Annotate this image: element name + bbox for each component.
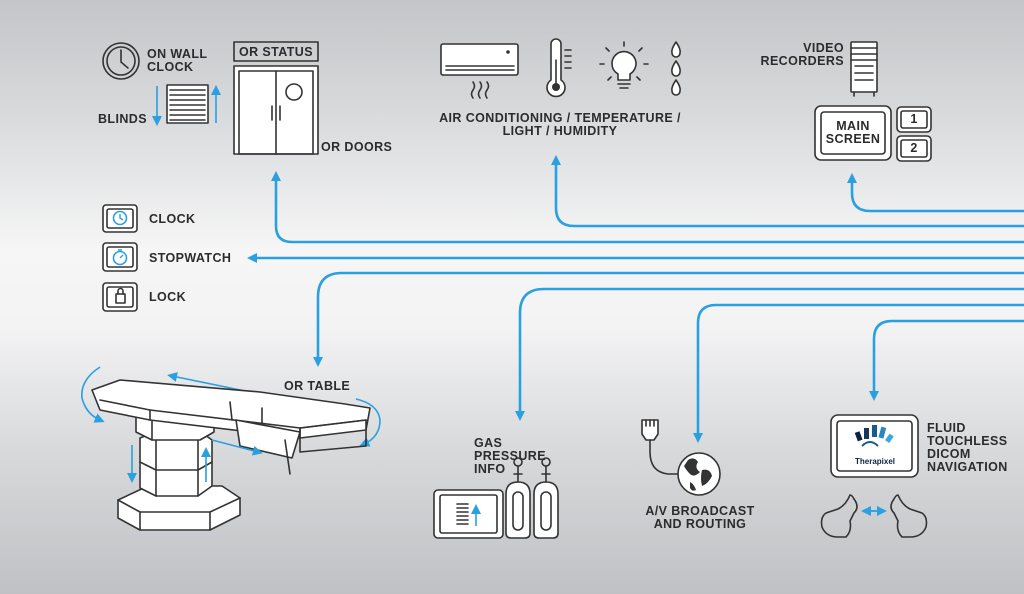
environment-label-line-1: AIR CONDITIONING / TEMPERATURE / [439,111,681,125]
or-doors-label: OR DOORS [321,140,393,154]
route-or-table [313,271,1024,367]
route-environment [551,155,1024,228]
humidity-drops-icon [671,41,681,96]
touchless-label-line-4: NAVIGATION [927,460,1008,474]
main-screen-label: MAIN SCREEN [821,120,885,146]
video-recorders-label-line-2: RECORDERS [760,54,844,68]
main-screen-label-line-2: SCREEN [825,132,881,146]
wall-clock-label-line-2: CLOCK [147,60,194,74]
blinds-label: BLINDS [98,112,147,126]
av-label-line-1: A/V BROADCAST [645,504,755,518]
screen-1-label: 1 [910,112,918,126]
stopwatch-icon [102,242,138,272]
wall-clock-label-line-1: ON WALL [147,47,208,61]
gas-label-line-1: GAS [474,436,503,450]
video-recorders-label-line-1: VIDEO [803,41,844,55]
route-touchless [869,319,1024,401]
connector-lines [247,155,1024,443]
av-label-line-2: AND ROUTING [653,517,747,531]
brand-logo-text: Therapixel [854,457,895,466]
route-main-screen [847,173,1024,213]
or-table-label: OR TABLE [284,379,351,393]
touchless-label: FLUID TOUCHLESS DICOM NAVIGATION [927,422,1008,474]
av-label: A/V BROADCAST AND ROUTING [638,505,762,531]
gas-label-line-2: PRESSURE [474,449,546,463]
video-recorder-icon [850,41,878,97]
main-screen-icon [814,105,932,162]
or-doors-icon [233,41,319,155]
environment-label: AIR CONDITIONING / TEMPERATURE / LIGHT /… [432,112,688,138]
air-conditioner-icon [440,43,519,99]
wall-clock-icon [102,42,140,80]
touchless-label-line-1: FLUID [927,421,966,435]
lock-icon [102,282,138,312]
lock-label: LOCK [149,290,187,304]
screen-2-label: 2 [910,141,918,155]
route-or-doors [271,171,1024,244]
gas-label-line-3: INFO [474,462,506,476]
clock-icon [102,204,138,233]
touchless-label-line-2: TOUCHLESS [927,434,1008,448]
main-screen-label-line-1: MAIN [836,119,870,133]
route-gas [515,287,1024,421]
globe-icon [677,452,721,496]
video-recorders-label: VIDEO RECORDERS [758,42,844,68]
hands-gesture-icon [820,494,928,538]
light-bulb-icon [599,41,649,89]
or-status-label: OR STATUS [239,45,313,59]
route-av [693,303,1024,443]
wall-clock-label: ON WALL CLOCK [147,48,207,74]
tablet-icon [433,489,504,539]
gas-label: GAS PRESSURE INFO [474,437,546,476]
network-cable-icon [641,419,683,475]
clock-label: CLOCK [149,212,196,226]
touchless-screen-icon [830,414,919,478]
environment-label-line-2: LIGHT / HUMIDITY [502,124,618,138]
gas-cylinders-icon [505,457,559,539]
or-table-icon [81,366,381,531]
blinds-icon [152,84,221,126]
thermometer-icon [546,38,572,98]
touchless-label-line-3: DICOM [927,447,971,461]
stopwatch-label: STOPWATCH [149,251,232,265]
